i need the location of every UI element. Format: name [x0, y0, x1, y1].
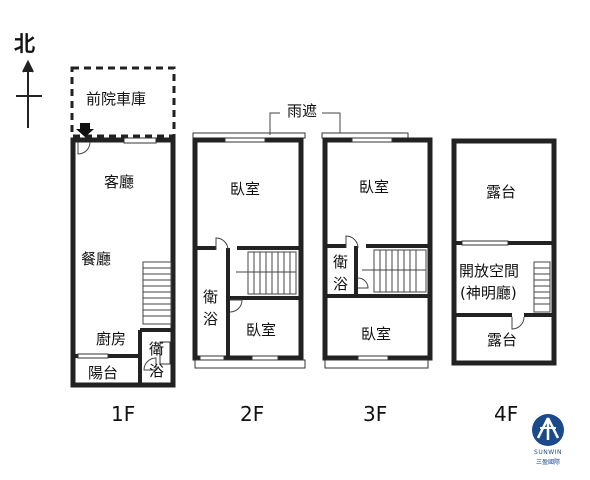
dining-room-label: 餐廳: [81, 250, 112, 268]
floor-label-2f: 2F: [240, 402, 265, 426]
garage-label: 前院車庫: [86, 90, 147, 108]
front-garage-outline: [70, 66, 176, 138]
canopy-marker: [269, 112, 341, 135]
floor-label-4f: 4F: [494, 402, 519, 426]
f3-bedroom-top-label: 臥室: [359, 178, 390, 196]
canopy-label: 雨遮: [287, 102, 318, 120]
living-room-label: 客廳: [104, 173, 135, 191]
sunwin-logo-icon: [532, 414, 564, 446]
floor-label-3f: 3F: [363, 402, 388, 426]
logo-name: SUNWIN: [534, 449, 562, 456]
floor-4f-plan: [451, 138, 557, 366]
f2-bath-label-1: 衛: [203, 288, 219, 306]
f3-bath-label-1: 衛: [333, 253, 349, 271]
kitchen-label: 廚房: [96, 330, 127, 348]
f4-terrace-top-label: 露台: [486, 183, 517, 201]
entry-arrow-icon: [76, 123, 94, 137]
f2-bedroom-bottom-label: 臥室: [246, 321, 277, 339]
f1-bath-label-2: 浴: [149, 362, 165, 380]
north-arrow-icon: [16, 59, 42, 128]
compass-label: 北: [14, 32, 35, 56]
logo-subtitle: 三盈國際: [535, 459, 560, 466]
floor-2f-plan: [192, 132, 306, 369]
f4-terrace-bottom-label: 露台: [487, 331, 518, 349]
f3-bedroom-bottom-label: 臥室: [361, 325, 392, 343]
balcony-label: 陽台: [88, 364, 119, 382]
floor-3f-plan: [321, 132, 433, 369]
f1-bath-label-1: 衛: [149, 340, 165, 358]
f3-bath-label-2: 浴: [333, 275, 349, 293]
f2-bath-label-2: 浴: [203, 310, 219, 328]
floor-1f-plan: [70, 66, 176, 388]
floor-label-1f: 1F: [111, 402, 136, 426]
f2-bedroom-top-label: 臥室: [230, 180, 261, 198]
shrine-hall-label: (神明廳): [460, 284, 517, 302]
open-space-label: 開放空間: [459, 262, 520, 280]
